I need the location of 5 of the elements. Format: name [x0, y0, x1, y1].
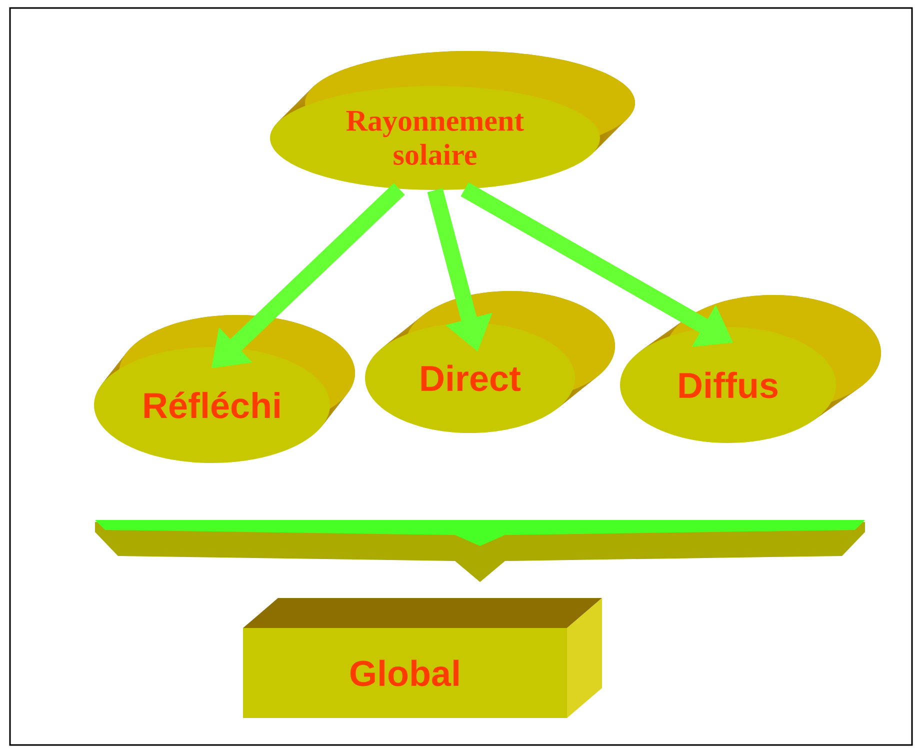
ellipse-node: Réfléchi [94, 315, 355, 463]
ellipse-node: Direct [365, 291, 615, 433]
ellipse-node: Diffus [620, 295, 881, 443]
ellipse-node: Rayonnement solaire [270, 51, 635, 190]
block-node: Global [243, 598, 602, 718]
